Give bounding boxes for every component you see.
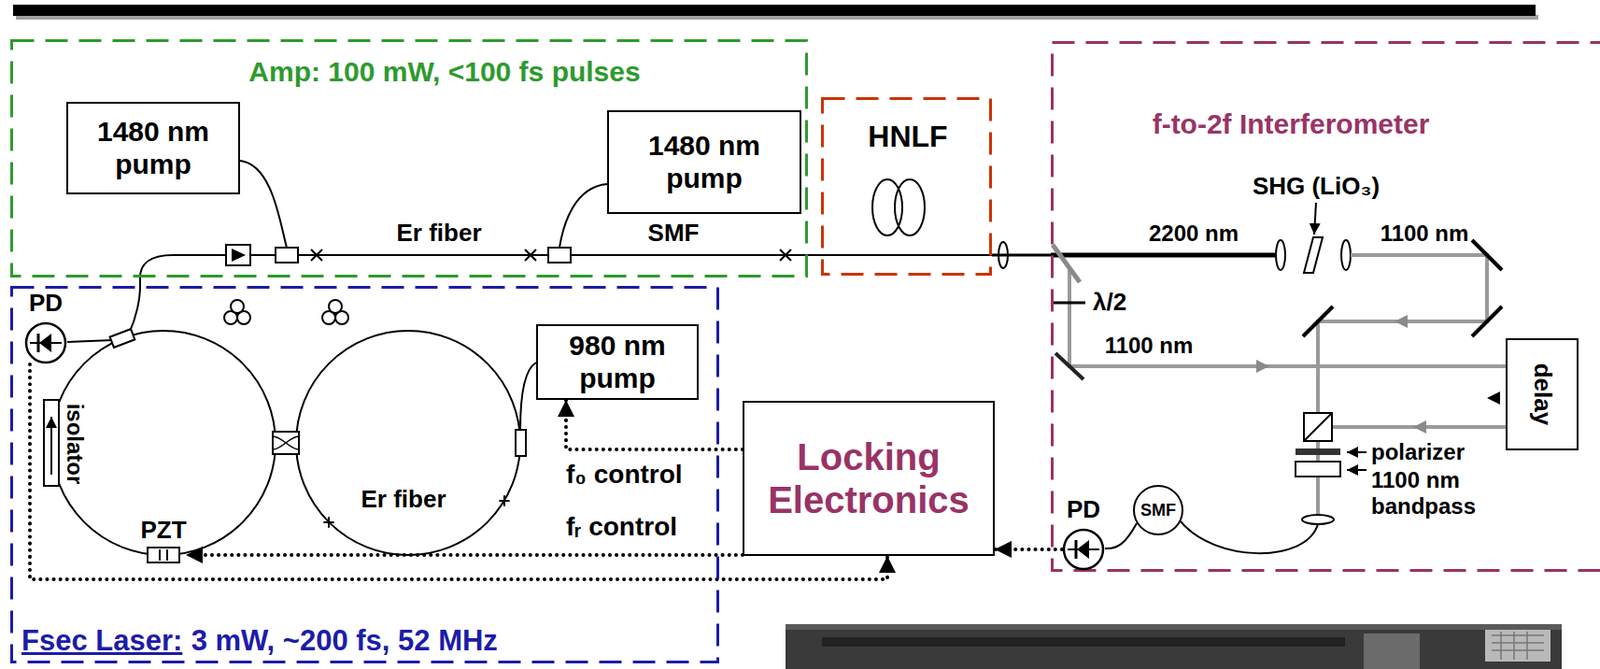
fiber-label: SMF <box>648 219 700 248</box>
component-label: isolator <box>61 403 88 485</box>
region-heading: Amp: 100 mW, <100 fs pulses <box>248 56 640 89</box>
region-heading: HNLF <box>867 119 948 155</box>
wavelength-label: 1100 nm <box>1104 332 1194 359</box>
component-label: 1100 nm bandpass <box>1371 467 1482 519</box>
photodiode: PD <box>24 289 68 365</box>
detector-label: PD <box>28 289 63 318</box>
header-bar <box>13 4 1539 20</box>
fiber-spool: SMF <box>1132 483 1185 537</box>
waveplate-label: λ/2 <box>1092 288 1127 317</box>
photodiode-symbol <box>24 321 68 365</box>
laser-specs: 3 mW, ~200 fs, 52 MHz <box>191 623 498 658</box>
spool-label: SMF <box>1140 500 1176 521</box>
wavelength-label: 1100 nm <box>1380 220 1470 247</box>
pump-box: 1480 nm pump <box>607 110 802 214</box>
control-line <box>566 399 743 450</box>
fiber-link <box>991 254 1051 257</box>
region-title: Fsec Laser: <box>21 623 183 658</box>
actuator-label: PZT <box>140 516 186 545</box>
box-label: Locking Electronics <box>751 435 986 522</box>
box-label: 1480 nm pump <box>616 129 793 195</box>
control-signal-label: fᵣ control <box>566 511 678 542</box>
box-label: delay <box>1528 363 1557 426</box>
pzt-symbol <box>146 546 181 564</box>
fiber-link <box>807 254 822 256</box>
fiber-isolator <box>226 244 251 266</box>
pump-box: 980 nm pump <box>536 324 699 400</box>
laser-cavity <box>51 285 537 555</box>
pzt-actuator: PZT <box>141 516 186 564</box>
delay-stage: delay <box>1505 338 1579 451</box>
wavelength-label: 2200 nm <box>1148 220 1239 247</box>
box-label: 980 nm pump <box>545 329 690 395</box>
control-signal-label: f₀ control <box>566 459 683 490</box>
component-label: polarizer <box>1371 438 1465 466</box>
locking-electronics-box: Locking Electronics <box>742 400 995 556</box>
fiber-link <box>139 277 142 286</box>
control-line <box>185 552 743 557</box>
interferometer-optics <box>1050 202 1506 553</box>
box-label: 1480 nm pump <box>75 115 231 181</box>
interferometer-region: f-to-2f Interferometer delaySMF PD <box>1050 41 1600 572</box>
lab-photo <box>785 623 1562 669</box>
pump-box: 1480 nm pump <box>66 101 241 195</box>
detector-label: PD <box>1066 495 1101 524</box>
hnlf-spool <box>821 179 992 255</box>
cavity-coupler <box>110 328 526 456</box>
polarization-controller <box>224 299 349 325</box>
fiber-label: Er fiber <box>396 219 482 248</box>
signal-line <box>994 547 1062 552</box>
photodiode: PD <box>1061 495 1105 571</box>
fiber-label: Er fiber <box>360 485 446 514</box>
hnlf-region: HNLF <box>821 97 992 276</box>
cavity-isolator <box>43 399 59 486</box>
region-heading: f-to-2f Interferometer <box>1152 108 1431 142</box>
wdm-coupler <box>275 247 571 263</box>
crystal-label: SHG (LiO₃) <box>1252 172 1380 201</box>
photodiode-symbol <box>1061 527 1105 571</box>
region-heading: Fsec Laser:3 mW, ~200 fs, 52 MHz <box>21 623 498 658</box>
